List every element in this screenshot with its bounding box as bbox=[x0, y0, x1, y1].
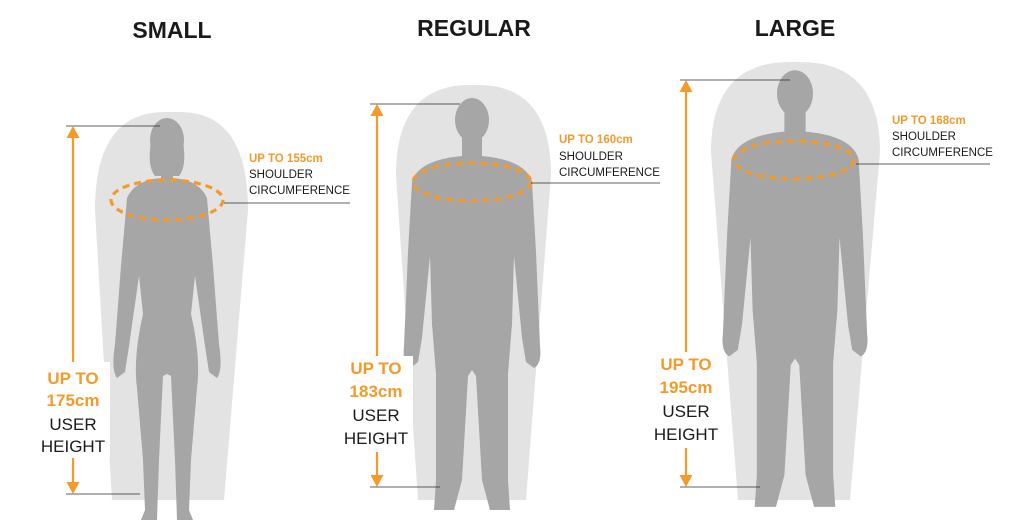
arrow-down-icon bbox=[679, 475, 693, 487]
shoulder-value-small: UP TO 155cm bbox=[249, 153, 323, 165]
height-value-regular: 183cm bbox=[350, 382, 403, 401]
height-label-user-regular: USER bbox=[352, 406, 399, 425]
size-title-small: SMALL bbox=[132, 17, 211, 43]
arrow-up-icon bbox=[370, 104, 384, 116]
arrow-down-icon bbox=[66, 482, 80, 494]
arrow-up-icon bbox=[679, 80, 693, 92]
size-column-large: LARGE UP TO 195cm USER HEIGHT UP TO 168c… bbox=[650, 15, 993, 507]
size-title-regular: REGULAR bbox=[417, 15, 531, 41]
shoulder-label-small: SHOULDER bbox=[249, 169, 313, 181]
height-label-height-large: HEIGHT bbox=[654, 425, 718, 444]
circumference-label-small: CIRCUMFERENCE bbox=[249, 185, 350, 197]
shoulder-circumference-ellipse-small bbox=[109, 178, 225, 222]
shoulder-value-regular: UP TO 160cm bbox=[559, 134, 633, 146]
arrow-down-icon bbox=[370, 475, 384, 487]
height-upto-large: UP TO bbox=[660, 355, 711, 374]
shoulder-label-regular: SHOULDER bbox=[559, 151, 623, 163]
size-title-large: LARGE bbox=[755, 15, 836, 41]
size-column-small: SMALL UP TO 175cm USER HEIGHT UP TO 155c… bbox=[38, 17, 350, 520]
height-upto-regular: UP TO bbox=[350, 359, 401, 378]
shoulder-value-large: UP TO 168cm bbox=[892, 115, 966, 127]
height-label-height-small: HEIGHT bbox=[41, 437, 105, 456]
size-column-regular: REGULAR UP TO 183cm USER HEIGHT UP TO 16… bbox=[341, 15, 660, 510]
shoulder-circumference-ellipse-large bbox=[732, 139, 856, 181]
height-value-large: 195cm bbox=[660, 378, 713, 397]
arrow-up-icon bbox=[66, 126, 80, 138]
height-label-user-small: USER bbox=[49, 415, 96, 434]
height-upto-small: UP TO bbox=[47, 369, 98, 388]
circumference-label-regular: CIRCUMFERENCE bbox=[559, 167, 660, 179]
circumference-label-large: CIRCUMFERENCE bbox=[892, 147, 993, 159]
height-value-small: 175cm bbox=[47, 391, 100, 410]
shoulder-circumference-ellipse-regular bbox=[411, 161, 533, 203]
shoulder-label-large: SHOULDER bbox=[892, 131, 956, 143]
height-label-user-large: USER bbox=[662, 402, 709, 421]
height-label-height-regular: HEIGHT bbox=[344, 429, 408, 448]
